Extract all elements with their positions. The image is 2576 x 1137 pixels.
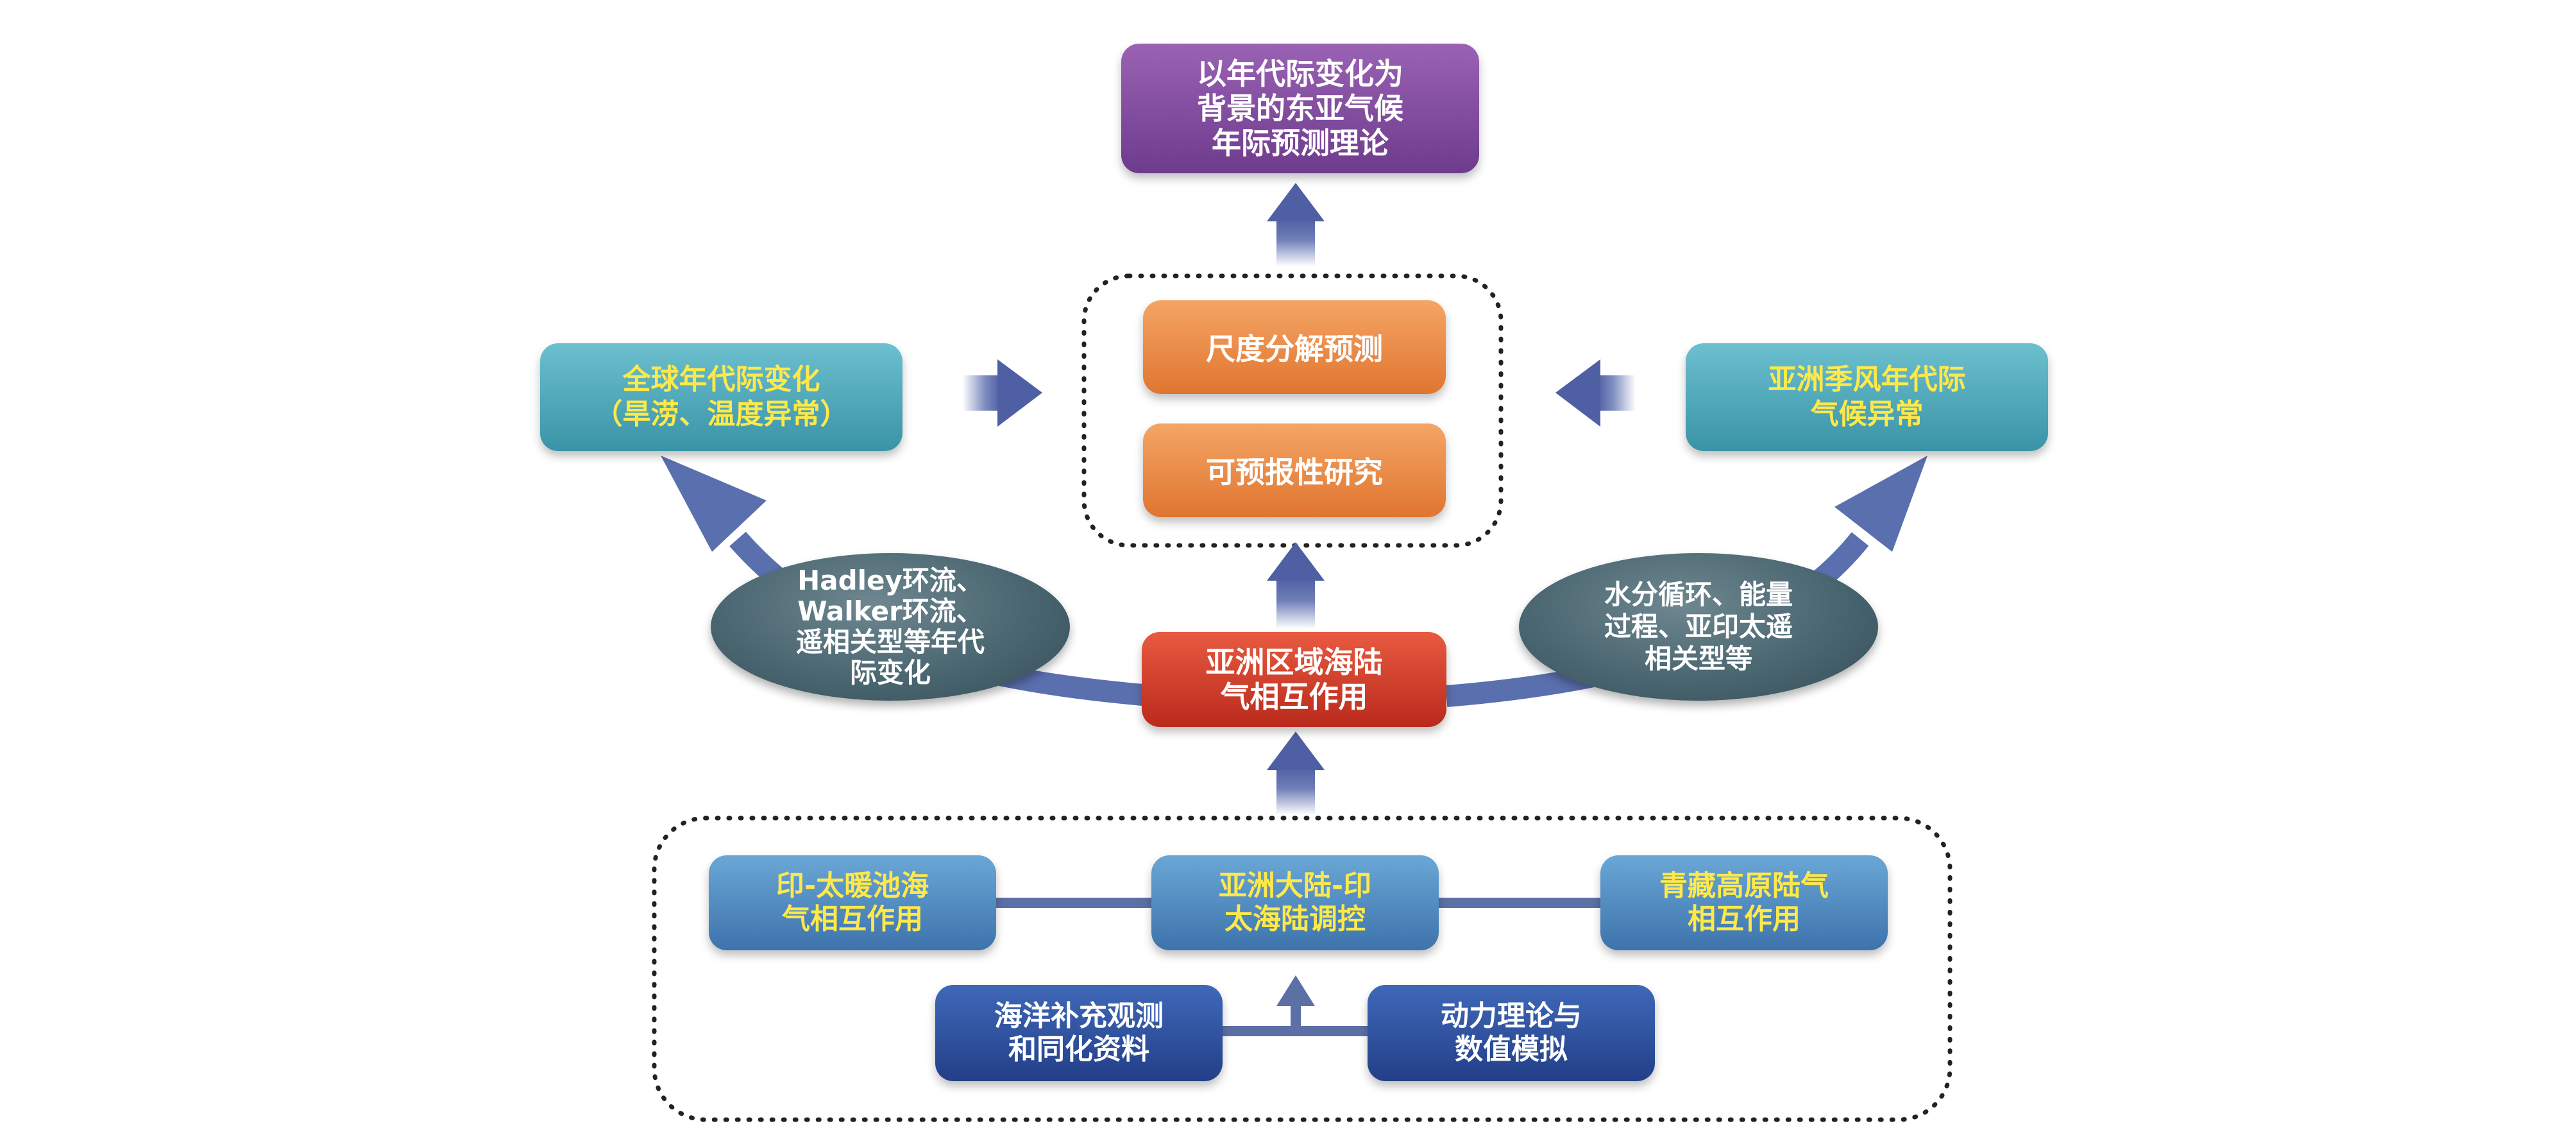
top-prediction-theory-box: 以年代际变化为 背景的东亚气候 年际预测理论 [1121, 44, 1479, 173]
plateau-box: 青藏高原陆气 相互作用 [1600, 855, 1888, 950]
connector-up-arrowhead [1276, 975, 1315, 1006]
dynamics-modeling-box: 动力理论与 数值模拟 [1368, 985, 1655, 1081]
arc-left-arrowhead [661, 456, 767, 552]
up-arrow-to-middle [1267, 731, 1325, 815]
predictability-box: 可预报性研究 [1143, 423, 1446, 517]
water-energy-ellipse: 水分循环、能量 过程、亚印太遥 相关型等 [1519, 553, 1878, 701]
arrow-from-left [962, 359, 1042, 427]
arrow-from-right [1555, 359, 1636, 427]
asian-land-sea-box: 亚洲区域海陆 气相互作用 [1142, 632, 1446, 727]
scale-decomposition-box: 尺度分解预测 [1143, 300, 1446, 394]
global-decadal-box: 全球年代际变化 （旱涝、温度异常） [540, 343, 902, 451]
warm-pool-box: 印-太暖池海 气相互作用 [709, 855, 996, 950]
arc-right-arrowhead [1835, 456, 1928, 552]
bottom-dotted-frame [652, 816, 1953, 1122]
up-arrow-to-top [1267, 183, 1325, 266]
center-dotted-frame [1081, 273, 1504, 548]
continent-control-box: 亚洲大陆-印 太海陆调控 [1151, 855, 1439, 950]
up-arrow-to-center [1267, 542, 1325, 629]
asian-monsoon-box: 亚洲季风年代际 气候异常 [1686, 343, 2048, 451]
circulation-ellipse: Hadley环流、 Walker环流、 遥相关型等年代 际变化 [711, 553, 1070, 701]
ocean-observation-box: 海洋补充观测 和同化资料 [935, 985, 1223, 1081]
